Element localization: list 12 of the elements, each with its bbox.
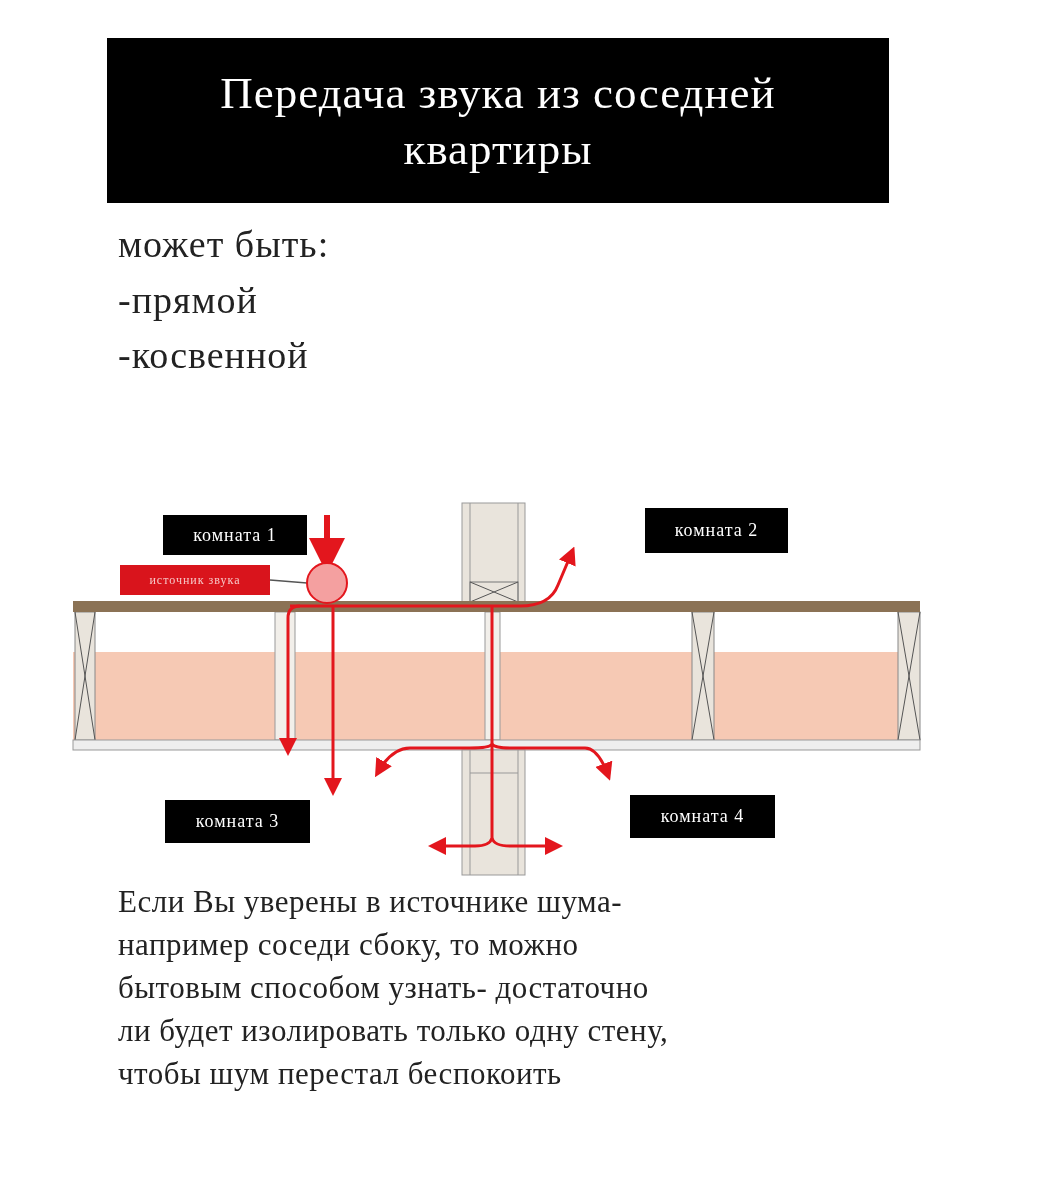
list-item: -прямой: [118, 278, 258, 322]
room-label: комната 1: [163, 515, 307, 555]
intro-text: может быть:: [118, 222, 330, 266]
list-item: -косвенной: [118, 333, 309, 377]
leader-line: [269, 579, 308, 584]
title-banner: Передача звука из соседней квартиры: [107, 38, 889, 203]
source-label: источник звука: [120, 565, 270, 595]
room-label: комната 2: [645, 508, 788, 553]
room-label: комната 3: [165, 800, 310, 843]
room-label: комната 4: [630, 795, 775, 838]
sound-source-circle: [306, 562, 348, 604]
paragraph: Если Вы уверены в источнике шума- например соседи сбоку, то можно бытовым способом узнать- достаточно ли будет изолировать только одну стену, чтобы шум перестал беспокоить: [118, 883, 670, 1093]
